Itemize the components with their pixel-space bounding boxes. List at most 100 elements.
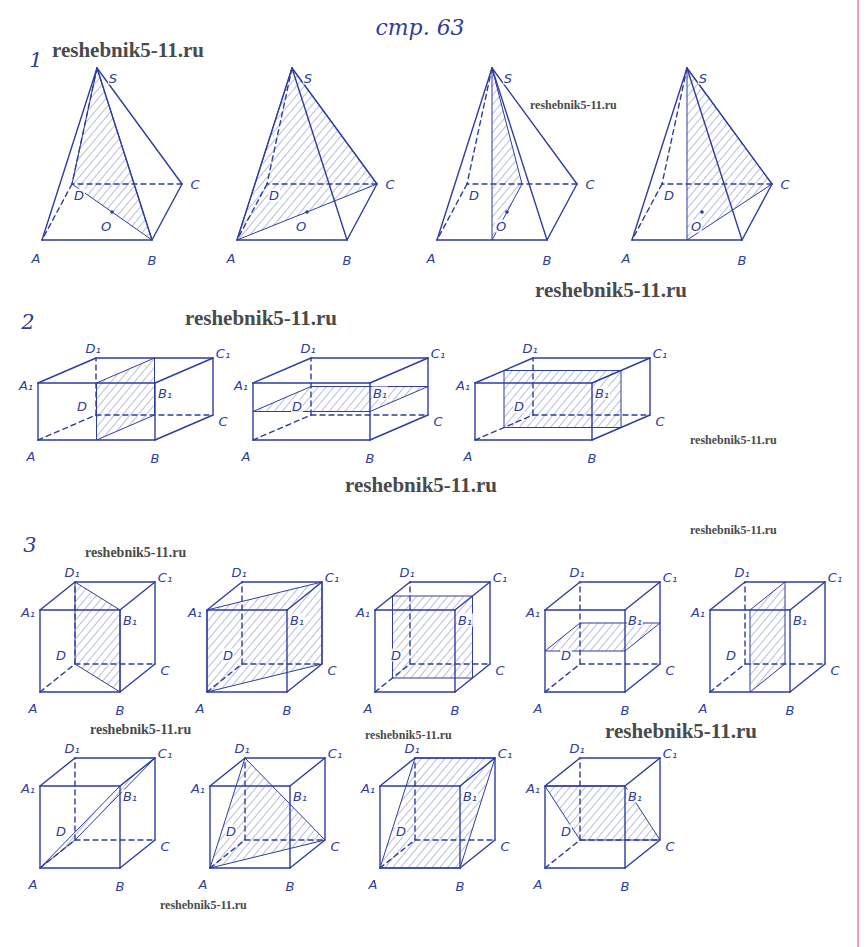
vertex-label: D — [390, 649, 402, 662]
edge-line — [474, 383, 475, 440]
vertex-label: C — [664, 840, 675, 853]
vertex-label: C — [326, 664, 337, 677]
edge-line — [207, 691, 287, 692]
edge-line — [119, 610, 120, 692]
vertex-label: C — [159, 840, 170, 853]
vertex-label: D — [513, 400, 525, 413]
edge-line — [659, 758, 660, 840]
vertex-label: A₁ — [190, 782, 206, 795]
section-plane — [504, 371, 621, 428]
vertex-label: B — [147, 254, 158, 267]
hidden-edge — [40, 840, 75, 868]
vertex-label: C — [189, 178, 200, 191]
edge-line — [42, 239, 152, 240]
edge-line — [209, 786, 210, 868]
center-point — [505, 210, 509, 214]
edge-line — [210, 867, 290, 868]
hidden-edge — [545, 664, 580, 692]
vertex-label: B — [450, 704, 461, 717]
section-plane — [380, 758, 495, 868]
edge-line — [96, 357, 213, 358]
edge-line — [369, 383, 370, 440]
edge-line — [37, 383, 38, 440]
watermark: reshebnik5-11.ru — [185, 308, 337, 329]
hidden-edge — [74, 758, 75, 840]
vertex-label: C₁ — [430, 347, 446, 360]
edge-line — [742, 184, 772, 240]
edge-line — [210, 758, 245, 786]
edge-line — [410, 581, 490, 582]
edge-line — [242, 581, 322, 582]
edge-line — [370, 358, 428, 383]
vertex-label: O — [495, 220, 507, 233]
hidden-edge — [409, 582, 410, 664]
section-plane — [72, 68, 152, 240]
edge-line — [374, 610, 375, 692]
edge-line — [210, 785, 290, 786]
vertex-label: B₁ — [594, 387, 610, 400]
edge-line — [592, 358, 650, 383]
vertex-label: D₁ — [299, 342, 316, 355]
hidden-edge — [545, 840, 580, 868]
edge-line — [207, 582, 242, 610]
vertex-label: D — [225, 825, 237, 838]
vertex-label: A₁ — [20, 782, 36, 795]
center-point — [700, 210, 704, 214]
edge-line — [292, 68, 347, 240]
edge-line — [625, 582, 660, 610]
edge-line — [380, 758, 415, 786]
edge-line — [155, 358, 213, 383]
hidden-edge — [253, 415, 311, 440]
hidden-edge — [467, 68, 492, 184]
vertex-label: C₁ — [662, 747, 678, 760]
edge-line — [789, 610, 790, 692]
watermark: reshebnik5-11.ru — [345, 475, 497, 496]
edge-line — [625, 758, 660, 786]
center-point — [110, 210, 114, 214]
vertex-label: S — [698, 72, 708, 85]
hidden-edge — [242, 663, 322, 664]
vertex-label: A₁ — [360, 782, 376, 795]
vertex-label: O — [100, 220, 112, 233]
vertex-label: A — [368, 878, 379, 891]
vertex-label: C — [829, 664, 840, 677]
edge-line — [375, 609, 455, 610]
vertex-label: S — [303, 72, 313, 85]
edge-line — [545, 609, 625, 610]
vertex-label: D — [73, 189, 85, 202]
hidden-edge — [580, 663, 660, 664]
vertex-label: A — [31, 252, 42, 265]
vertex-label: A — [426, 252, 437, 265]
vertex-label: A — [26, 450, 37, 463]
edge-line — [454, 610, 455, 692]
center-point — [305, 210, 309, 214]
vertex-label: A₁ — [18, 379, 34, 392]
vertex-label: A — [241, 450, 252, 463]
hidden-edge — [380, 840, 415, 868]
hidden-edge — [744, 582, 745, 664]
watermark: reshebnik5-11.ru — [530, 99, 617, 111]
vertex-label: C₁ — [827, 571, 843, 584]
edge-line — [624, 610, 625, 692]
hidden-edge — [467, 183, 577, 184]
edge-line — [75, 581, 155, 582]
hidden-edge — [96, 414, 213, 415]
edge-line — [380, 867, 460, 868]
edge-line — [42, 68, 97, 240]
edge-line — [40, 691, 120, 692]
edge-line — [649, 358, 650, 415]
vertex-label: D₁ — [521, 342, 538, 355]
vertex-label: D₁ — [63, 566, 80, 579]
hidden-edge — [310, 358, 311, 415]
hidden-edge — [210, 840, 245, 868]
vertex-label: D — [55, 649, 67, 662]
vertex-label: B — [285, 880, 296, 893]
edge-line — [545, 691, 625, 692]
edge-line — [437, 239, 547, 240]
edge-line — [39, 610, 40, 692]
watermark: reshebnik5-11.ru — [365, 729, 452, 741]
vertex-label: C — [217, 415, 228, 428]
hidden-edge — [267, 183, 377, 184]
watermark: reshebnik5-11.ru — [52, 40, 204, 61]
vertex-label: B — [115, 880, 126, 893]
